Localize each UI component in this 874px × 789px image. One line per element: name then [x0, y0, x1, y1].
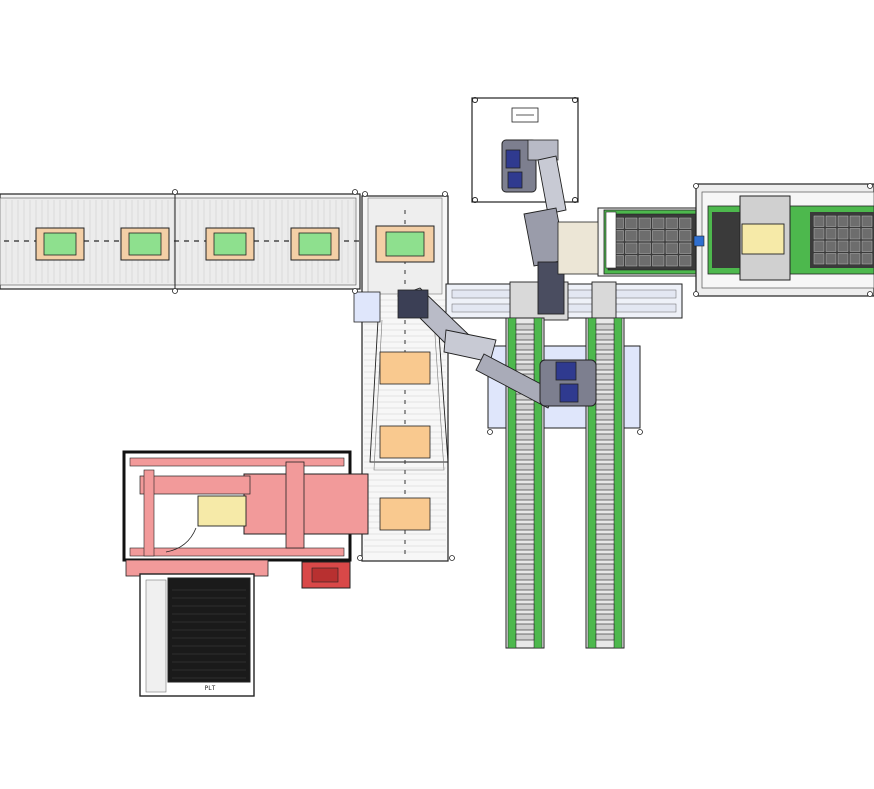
lower-robot-arm: [397, 287, 597, 409]
tray-part: [298, 232, 332, 256]
tray-part: [128, 232, 162, 256]
tray-part: [213, 232, 247, 256]
center-conveyor: [353, 195, 449, 562]
grid-tray-station: [597, 183, 874, 297]
pallet-feeder: PLT: [139, 573, 255, 697]
feeder-plate-label: PLT: [205, 685, 216, 692]
upper-robot-arm: [501, 139, 599, 315]
packaging-machine: [122, 450, 369, 589]
tray-part: [43, 232, 77, 256]
chain-conveyor-left: [505, 317, 545, 649]
infeed-conveyor: [0, 193, 361, 290]
